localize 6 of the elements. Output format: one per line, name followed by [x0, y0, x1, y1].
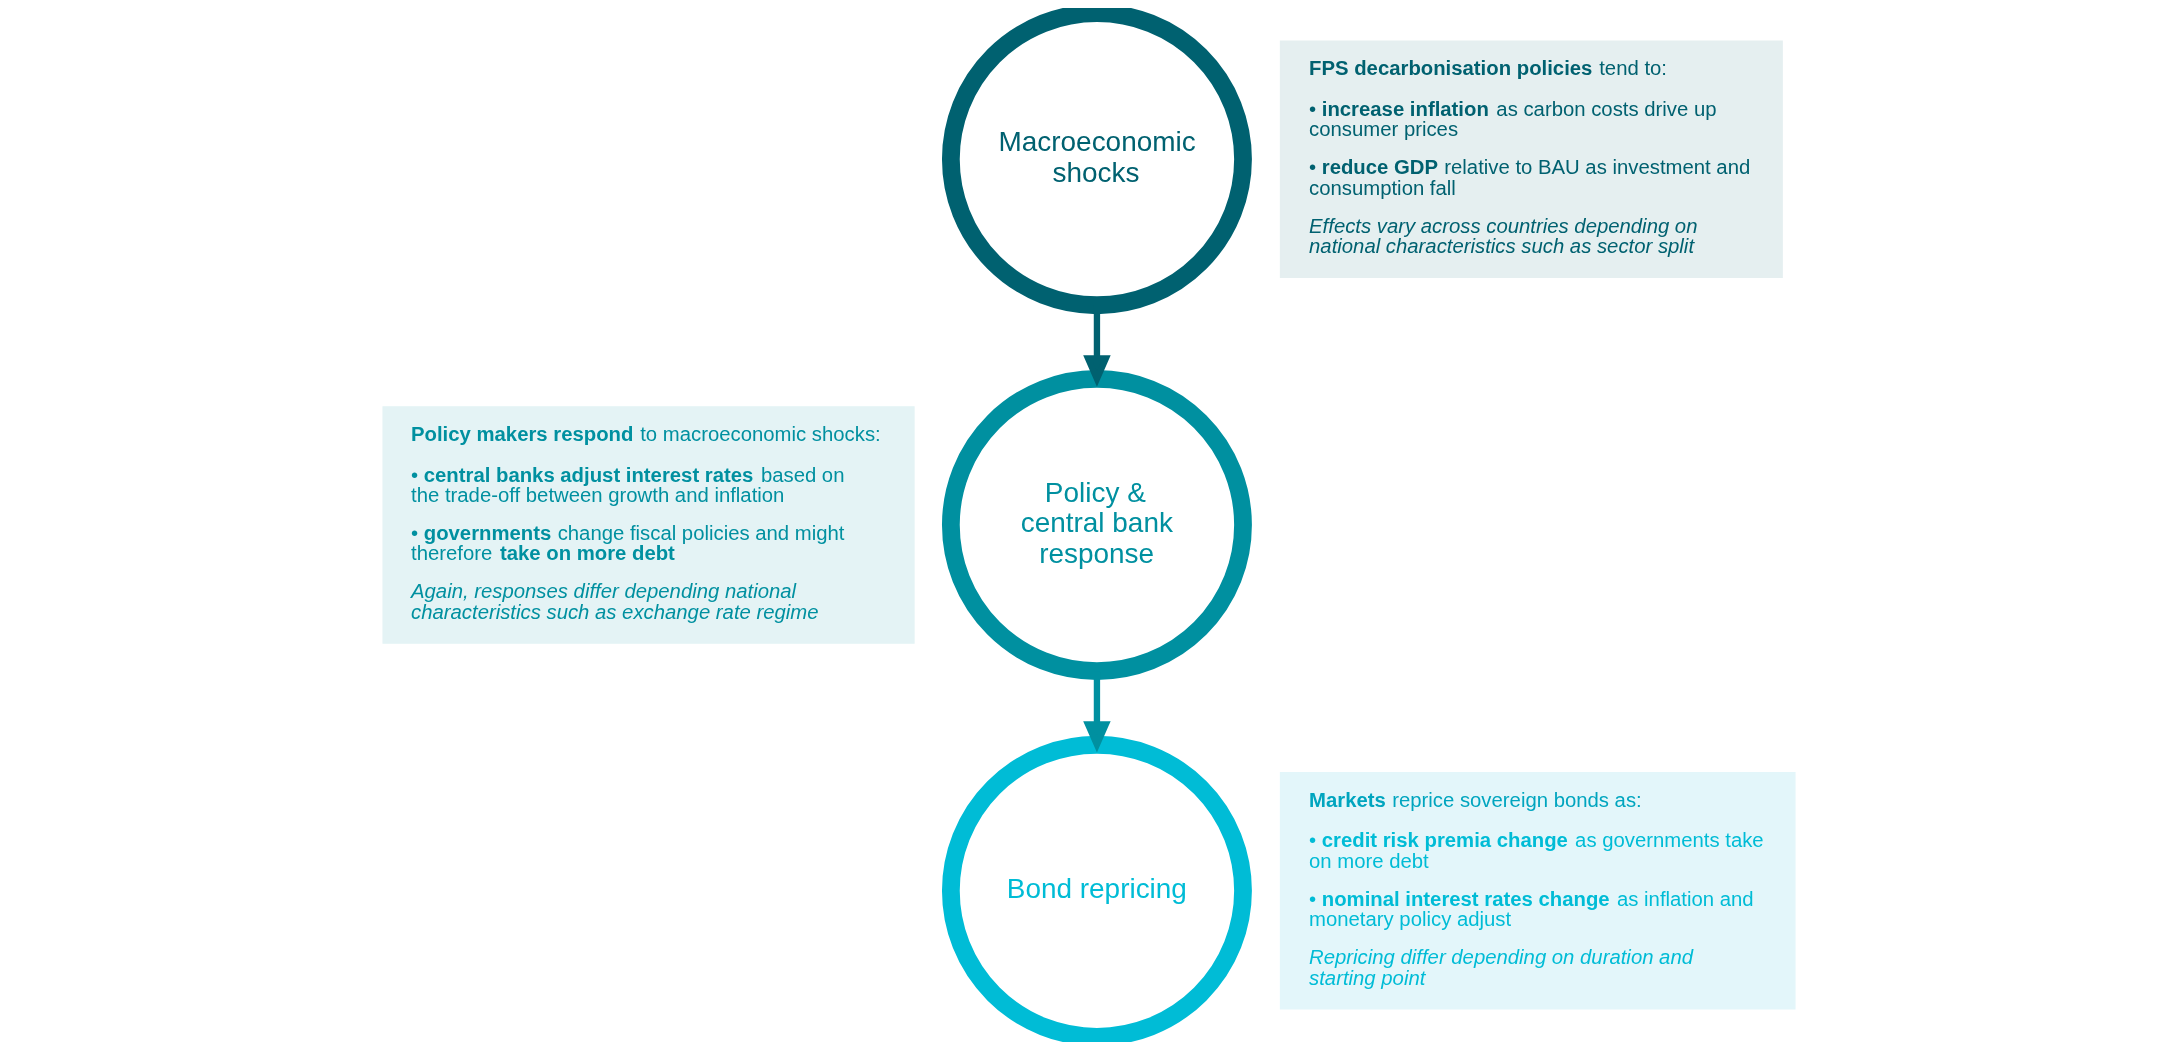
node-box: Markets reprice sovereign bonds as: • credit risk premia change as governments take on more debt • nominal interest rates change as inflation and monetary policy adjust Repricing differ depending on duration and starting point: [1279, 772, 1796, 1010]
node-circle: Policy & central bank response: [941, 370, 1252, 680]
node-box: Policy makers respond to macroeconomic shocks: • central banks adjust interest rates based on the trade-off between growth and inflation • governments change fiscal policies and might therefore take on more debt Again, responses differ depending national characteristics such as exchange rate regime: [381, 406, 915, 644]
node-box: FPS decarbonisation policies tend to: • increase inflation as carbon costs drive up consumer prices • reduce GDP relative to BAU as investment and consumption fall Effects vary across countries depending on national characteristics such as sector split: [1279, 40, 1783, 278]
node-circle: Bond repricing: [941, 735, 1252, 1042]
node-circle: Macroeconomic shocks: [941, 8, 1252, 315]
